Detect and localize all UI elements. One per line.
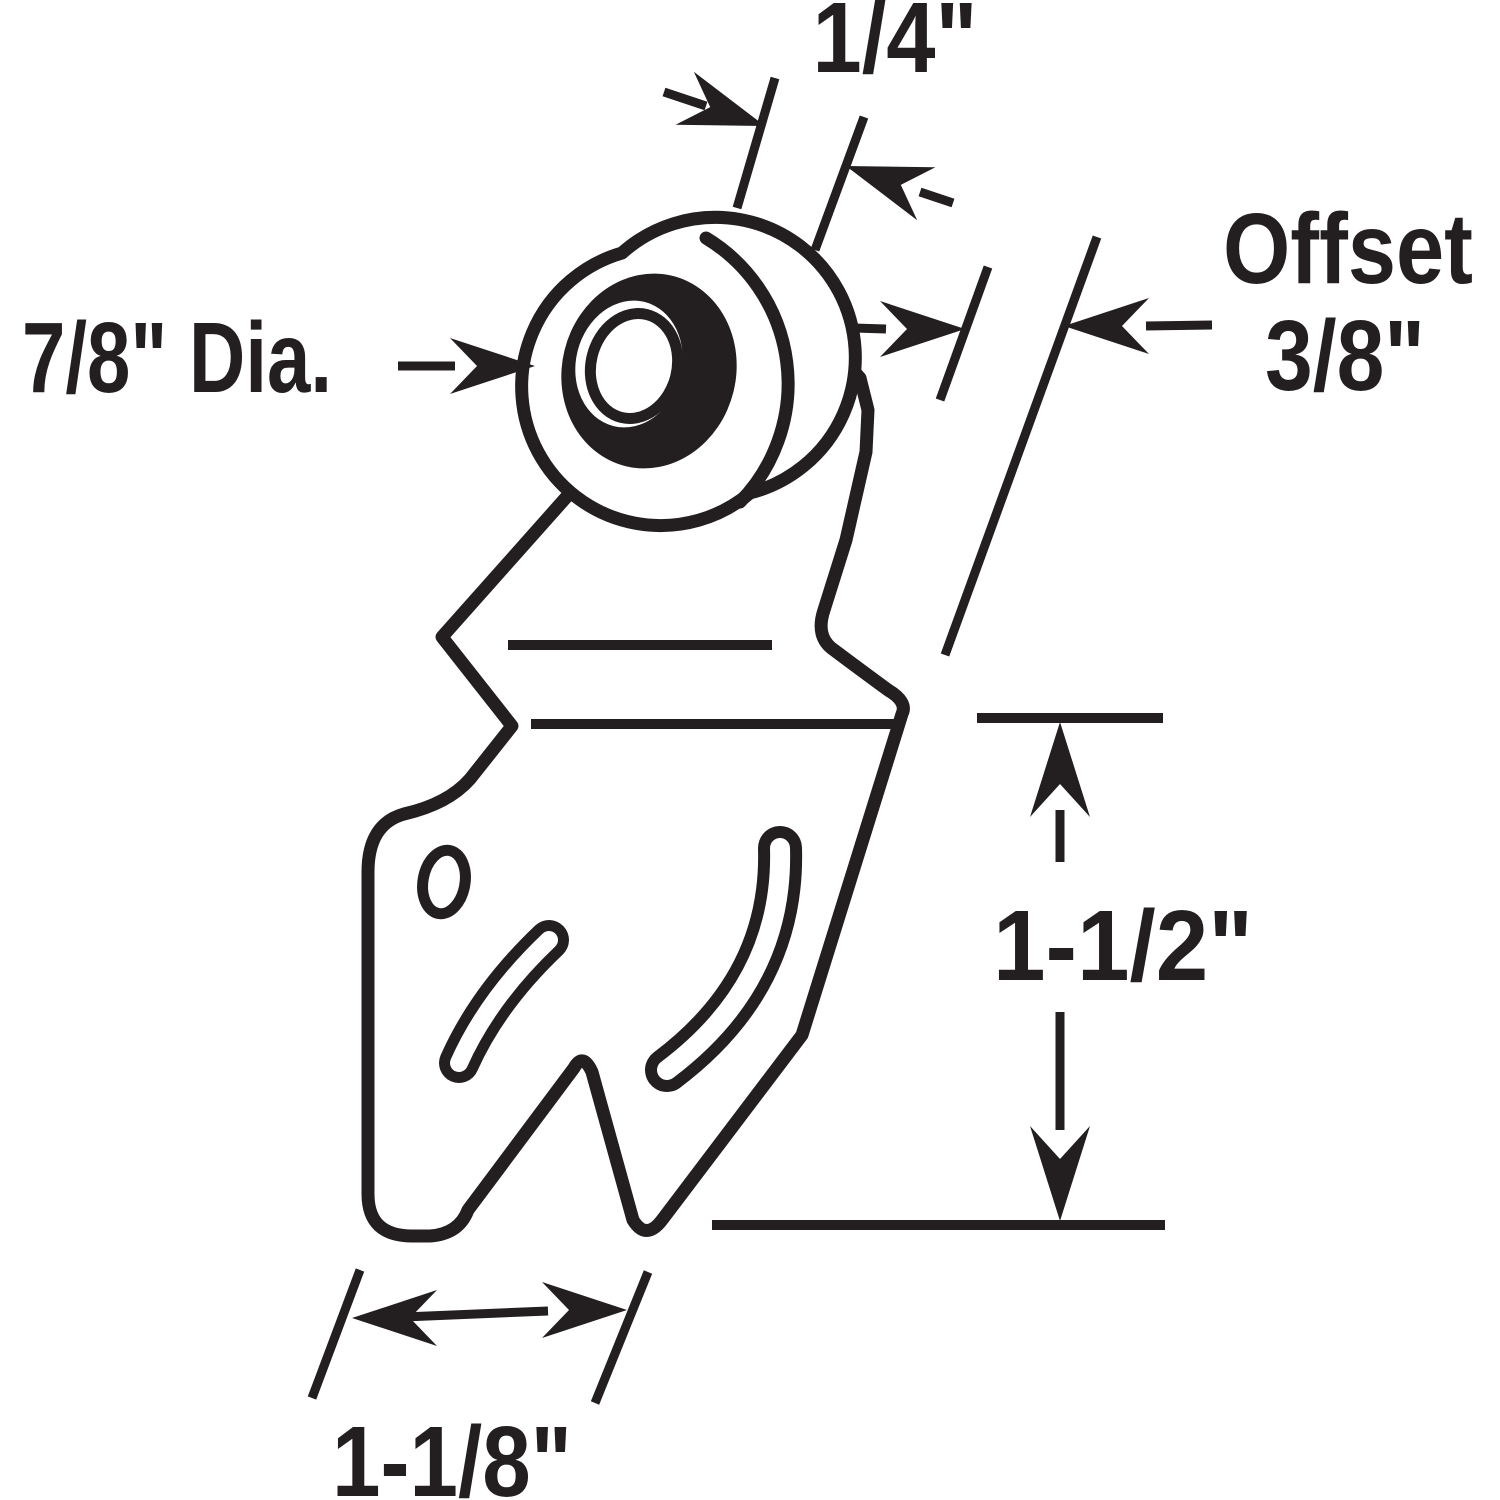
leader-offset-outer	[1145, 320, 1213, 331]
arrowhead-height-down	[1030, 1126, 1090, 1221]
label-wheel-diameter: 7/8" Dia.	[22, 302, 332, 414]
adjustment-slot-left	[439, 920, 569, 1083]
label-wheel-thickness: 1/4"	[813, 0, 978, 94]
dim-bracket-width: 1-1/8"	[307, 1268, 653, 1500]
arrowhead-diameter	[450, 338, 535, 394]
tick-thickness-right	[810, 115, 869, 252]
leader-offset-inner	[853, 323, 887, 334]
tick-width-left	[307, 1268, 365, 1400]
stem-width	[403, 1306, 549, 1322]
offset-reference-line	[940, 235, 1102, 657]
tick-width-right	[590, 1270, 653, 1405]
dim-bracket-height: 1-1/2"	[712, 713, 1253, 1230]
dim-wheel-diameter: 7/8" Dia.	[22, 302, 535, 414]
arrowhead-offset-inner	[880, 301, 965, 357]
mounting-hole	[417, 844, 471, 920]
arrowhead-width-left	[352, 1290, 437, 1346]
tick-offset-inner	[935, 265, 993, 402]
adjustment-slot-right	[645, 826, 803, 1092]
wheel-rim-arc	[699, 231, 795, 509]
label-offset-value: 3/8"	[1265, 300, 1425, 412]
leader-thickness-right	[918, 187, 955, 208]
arrowhead-height-up	[1030, 722, 1090, 817]
arrowhead-thickness-right	[846, 166, 936, 221]
label-bracket-width: 1-1/8"	[332, 1406, 572, 1500]
arrowhead-width-right	[542, 1282, 627, 1338]
label-offset: Offset	[1223, 193, 1473, 305]
roller-wheel	[515, 210, 862, 533]
wheel-hub-inner-ring	[584, 308, 684, 424]
arrowhead-offset-outer	[1064, 298, 1149, 354]
tick-thickness-left	[732, 76, 780, 210]
dim-wheel-thickness: 1/4"	[662, 0, 978, 252]
arrowhead-thickness-left	[675, 71, 765, 126]
bracket	[361, 353, 910, 1243]
label-bracket-height: 1-1/2"	[993, 890, 1253, 1002]
leader-thickness-left	[662, 87, 708, 111]
dim-offset: Offset 3/8"	[853, 193, 1473, 657]
